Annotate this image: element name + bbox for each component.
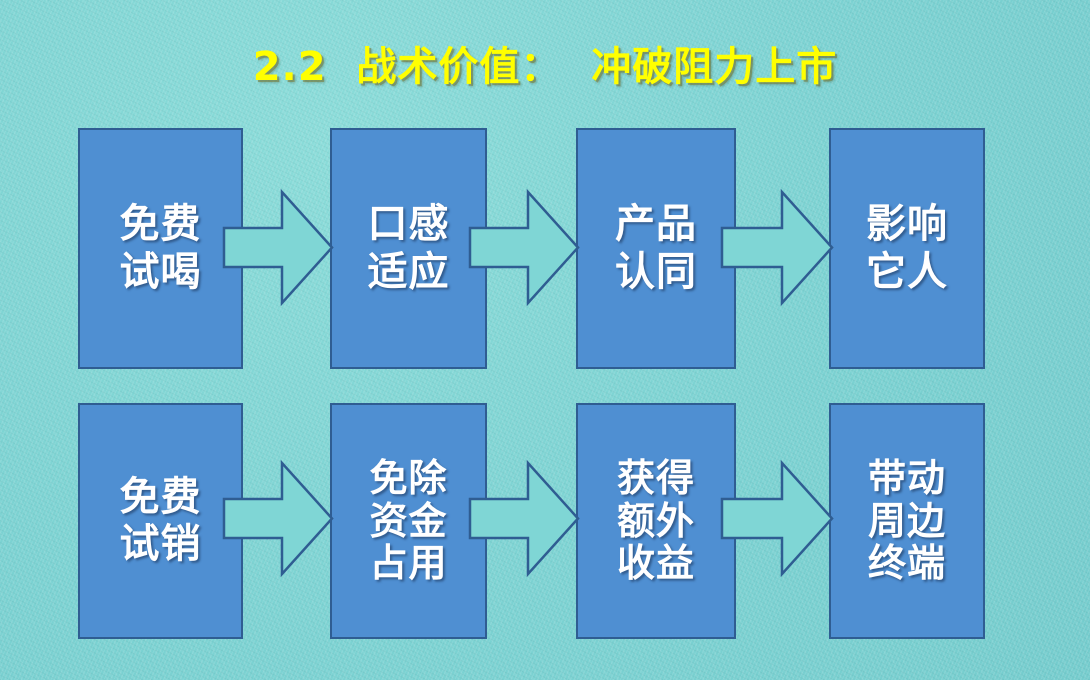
arrow-row1-3 <box>720 188 834 307</box>
flow-node-label: 产品 认同 <box>615 201 697 295</box>
flow-node-label: 口感 适应 <box>367 201 450 295</box>
flow-node-row1-4[interactable]: 影响 它人 <box>829 128 985 369</box>
flow-node-label: 免费 试喝 <box>119 201 202 295</box>
flow-node-row2-4[interactable]: 带动 周边 终端 <box>829 403 985 639</box>
arrow-row2-3 <box>720 459 834 578</box>
flow-node-row2-3[interactable]: 获得 额外 收益 <box>576 403 736 639</box>
flow-node-label: 带动 周边 终端 <box>867 456 946 586</box>
flow-node-label: 获得 额外 收益 <box>616 456 695 586</box>
flow-node-row2-1[interactable]: 免费 试销 <box>78 403 243 639</box>
flow-node-label: 免除 资金 占用 <box>369 456 448 586</box>
page-title: 2.2 战术价值： 冲破阻力上市 <box>252 44 838 90</box>
flow-node-row1-1[interactable]: 免费 试喝 <box>78 128 243 369</box>
flow-node-row1-2[interactable]: 口感 适应 <box>330 128 487 369</box>
flow-node-label: 影响 它人 <box>866 201 948 295</box>
flow-node-row2-2[interactable]: 免除 资金 占用 <box>330 403 487 639</box>
flow-node-row1-3[interactable]: 产品 认同 <box>576 128 736 369</box>
flow-node-label: 免费 试销 <box>119 473 202 567</box>
